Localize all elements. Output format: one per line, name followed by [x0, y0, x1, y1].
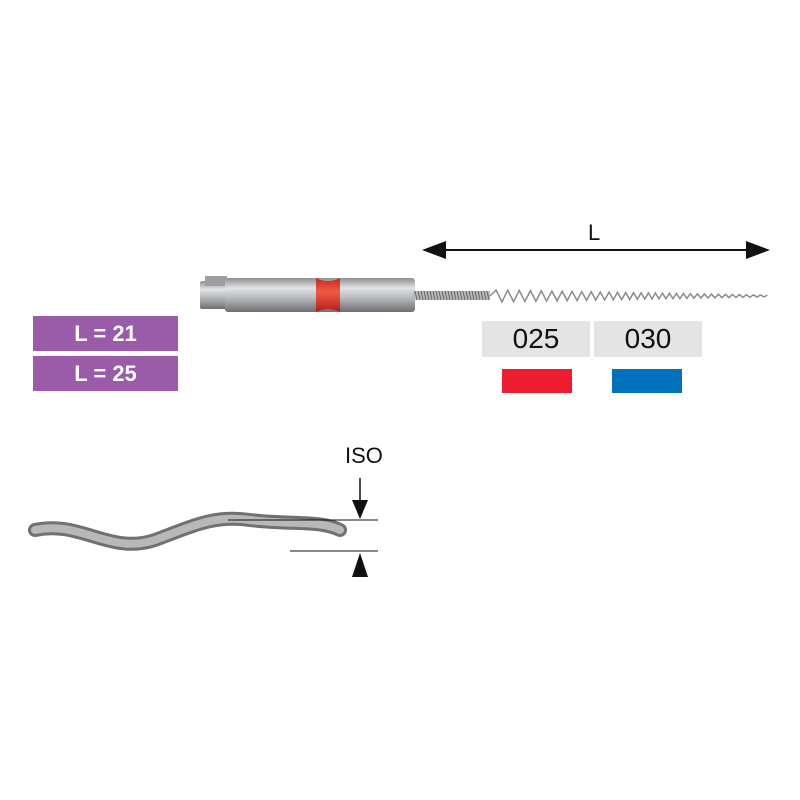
length-option-21: L = 21	[33, 316, 178, 351]
length-option-25: L = 25	[33, 356, 178, 391]
size-030: 030	[594, 321, 702, 357]
iso-label: ISO	[345, 443, 383, 468]
color-swatch-red	[502, 369, 572, 393]
length-dimension-arrow	[422, 241, 770, 259]
color-band	[316, 278, 340, 312]
iso-tip-diagram	[28, 478, 378, 577]
length-label: L	[588, 220, 601, 245]
endodontic-file	[200, 276, 768, 312]
color-swatch-blue	[612, 369, 682, 393]
size-025: 025	[482, 321, 590, 357]
